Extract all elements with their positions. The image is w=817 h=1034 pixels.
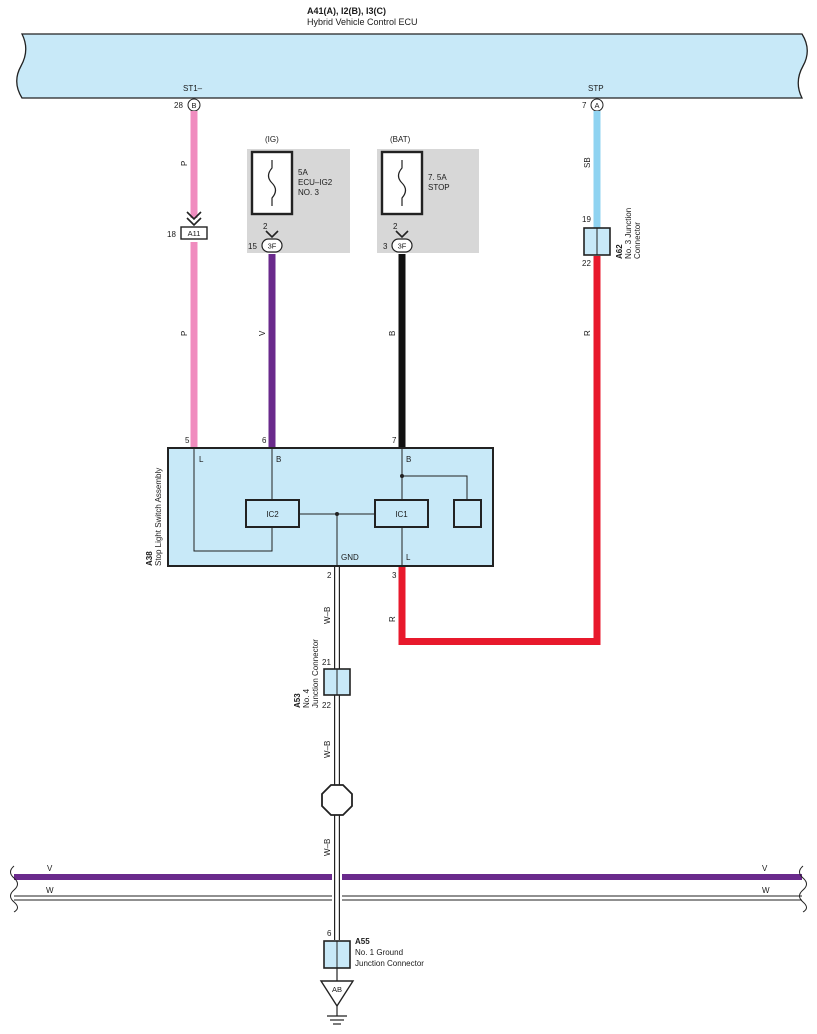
fuse-bat-element [397,160,407,206]
wire-label-ig: V [258,330,267,336]
switch-term-l-bottom: L [406,553,411,562]
switch-pin-7: 7 [392,436,397,445]
switch-body [167,447,494,567]
fuse-bat-pin-top: 2 [393,222,398,231]
switch-junction-dot-mid [335,512,339,516]
switch-term-gnd: GND [341,553,359,562]
ecu-pin-stp-conn: A [594,101,599,110]
switch-internal-wiring [193,448,468,566]
junction-a62-pin-top: 19 [582,215,591,224]
bus-w-left-label: W [46,886,54,895]
fuse-bat-pin-bottom: 3 [383,242,388,251]
junction-a53-line1: No. 4 [302,688,311,708]
wire-label-stp-lower: R [583,330,592,336]
switch-pin-2: 2 [327,571,332,580]
fuse-bat-name: STOP [428,183,450,192]
switch-ic2-label: IC2 [266,510,279,519]
junction-a53-line2: Junction Connector [311,639,320,708]
ground-point [319,980,355,1008]
junction-a55-code: A55 [355,937,370,946]
ecu-pin-stp-number: 7 [582,101,587,110]
fuse-ig-connector [261,238,283,253]
connector-a11 [180,226,208,240]
ecu-pin-st1-conn: B [191,101,196,110]
ecu-code: A41(A), I2(B), I3(C) [307,6,386,16]
ecu-name: Hybrid Vehicle Control ECU [307,17,418,27]
switch-code: A38 [145,551,154,566]
junction-a62-line2: Connector [633,222,642,259]
connector-a11-pin: 18 [167,230,176,239]
ground-label: AB [332,985,342,994]
junction-a53-pin-bottom: 22 [322,701,331,710]
fuse-ig-extra: NO. 3 [298,188,319,197]
wire-label-bat: B [388,331,397,336]
switch-pin-5: 5 [185,436,190,445]
switch-ic2 [245,499,300,528]
switch-term-l-top: L [199,455,204,464]
wire-label-st1-upper: P [180,161,189,166]
fuse-ig-conn: 3F [268,242,277,251]
junction-a62-code: A62 [615,244,624,259]
fuse-bat-conn: 3F [398,242,407,251]
wire-label-gnd-1: W–B [323,607,332,624]
switch-element [453,499,482,528]
switch-pin-6: 6 [262,436,267,445]
fuse-ig-chevron-icon [265,230,279,239]
bus-break-right [799,865,807,913]
chevron-icon [186,211,202,227]
fuse-bat-source: (BAT) [390,135,411,144]
fuse-bat-amps: 7. 5A [428,173,447,182]
bus-v-right-label: V [762,864,768,873]
ground-icon [327,1006,347,1025]
splice-octagon [321,784,353,816]
fuse-ig-amps: 5A [298,168,308,177]
connector-a11-label: A11 [188,229,201,238]
junction-a55-line1: No. 1 Ground [355,948,403,957]
switch-term-b-right: B [406,455,411,464]
fuse-ig-source: (IG) [265,135,279,144]
fuse-bat-connector [391,238,413,253]
switch-pin-3: 3 [392,571,397,580]
bus-w-right-label: W [762,886,770,895]
junction-a62-pin-bottom: 22 [582,259,591,268]
switch-term-b-mid: B [276,455,281,464]
junction-a55-pin: 6 [327,929,332,938]
ecu-body [16,33,808,99]
junction-a53-pin-top: 21 [322,658,331,667]
junction-a55-line2: Junction Connector [355,959,424,968]
wire-label-sw-out: R [388,616,397,622]
switch-name: Stop Light Switch Assembly [154,468,163,566]
switch-ic1-label: IC1 [395,510,408,519]
ecu-pin-st1-label: ST1– [183,84,203,93]
junction-a62-line1: No. 3 Junction [624,208,633,259]
fuse-bat-chevron-icon [395,230,409,239]
wire-label-stp-upper: SB [583,157,592,168]
fuse-ig-element [267,160,277,206]
wire-label-gnd-3: W–B [323,839,332,856]
junction-a53-code: A53 [293,693,302,708]
wire-label-st1-lower: P [180,331,189,336]
fuse-ig-pin-bottom: 15 [248,242,257,251]
switch-ic1 [374,499,429,528]
bus-break-left [10,865,18,913]
fuse-ig-name: ECU–IG2 [298,178,333,187]
wire-label-gnd-2: W–B [323,741,332,758]
ecu-pin-stp-label: STP [588,84,604,93]
bus-v-left-label: V [47,864,53,873]
switch-junction-dot-top [400,474,404,478]
fuse-ig-pin-top: 2 [263,222,268,231]
ecu-pin-st1-number: 28 [174,101,183,110]
